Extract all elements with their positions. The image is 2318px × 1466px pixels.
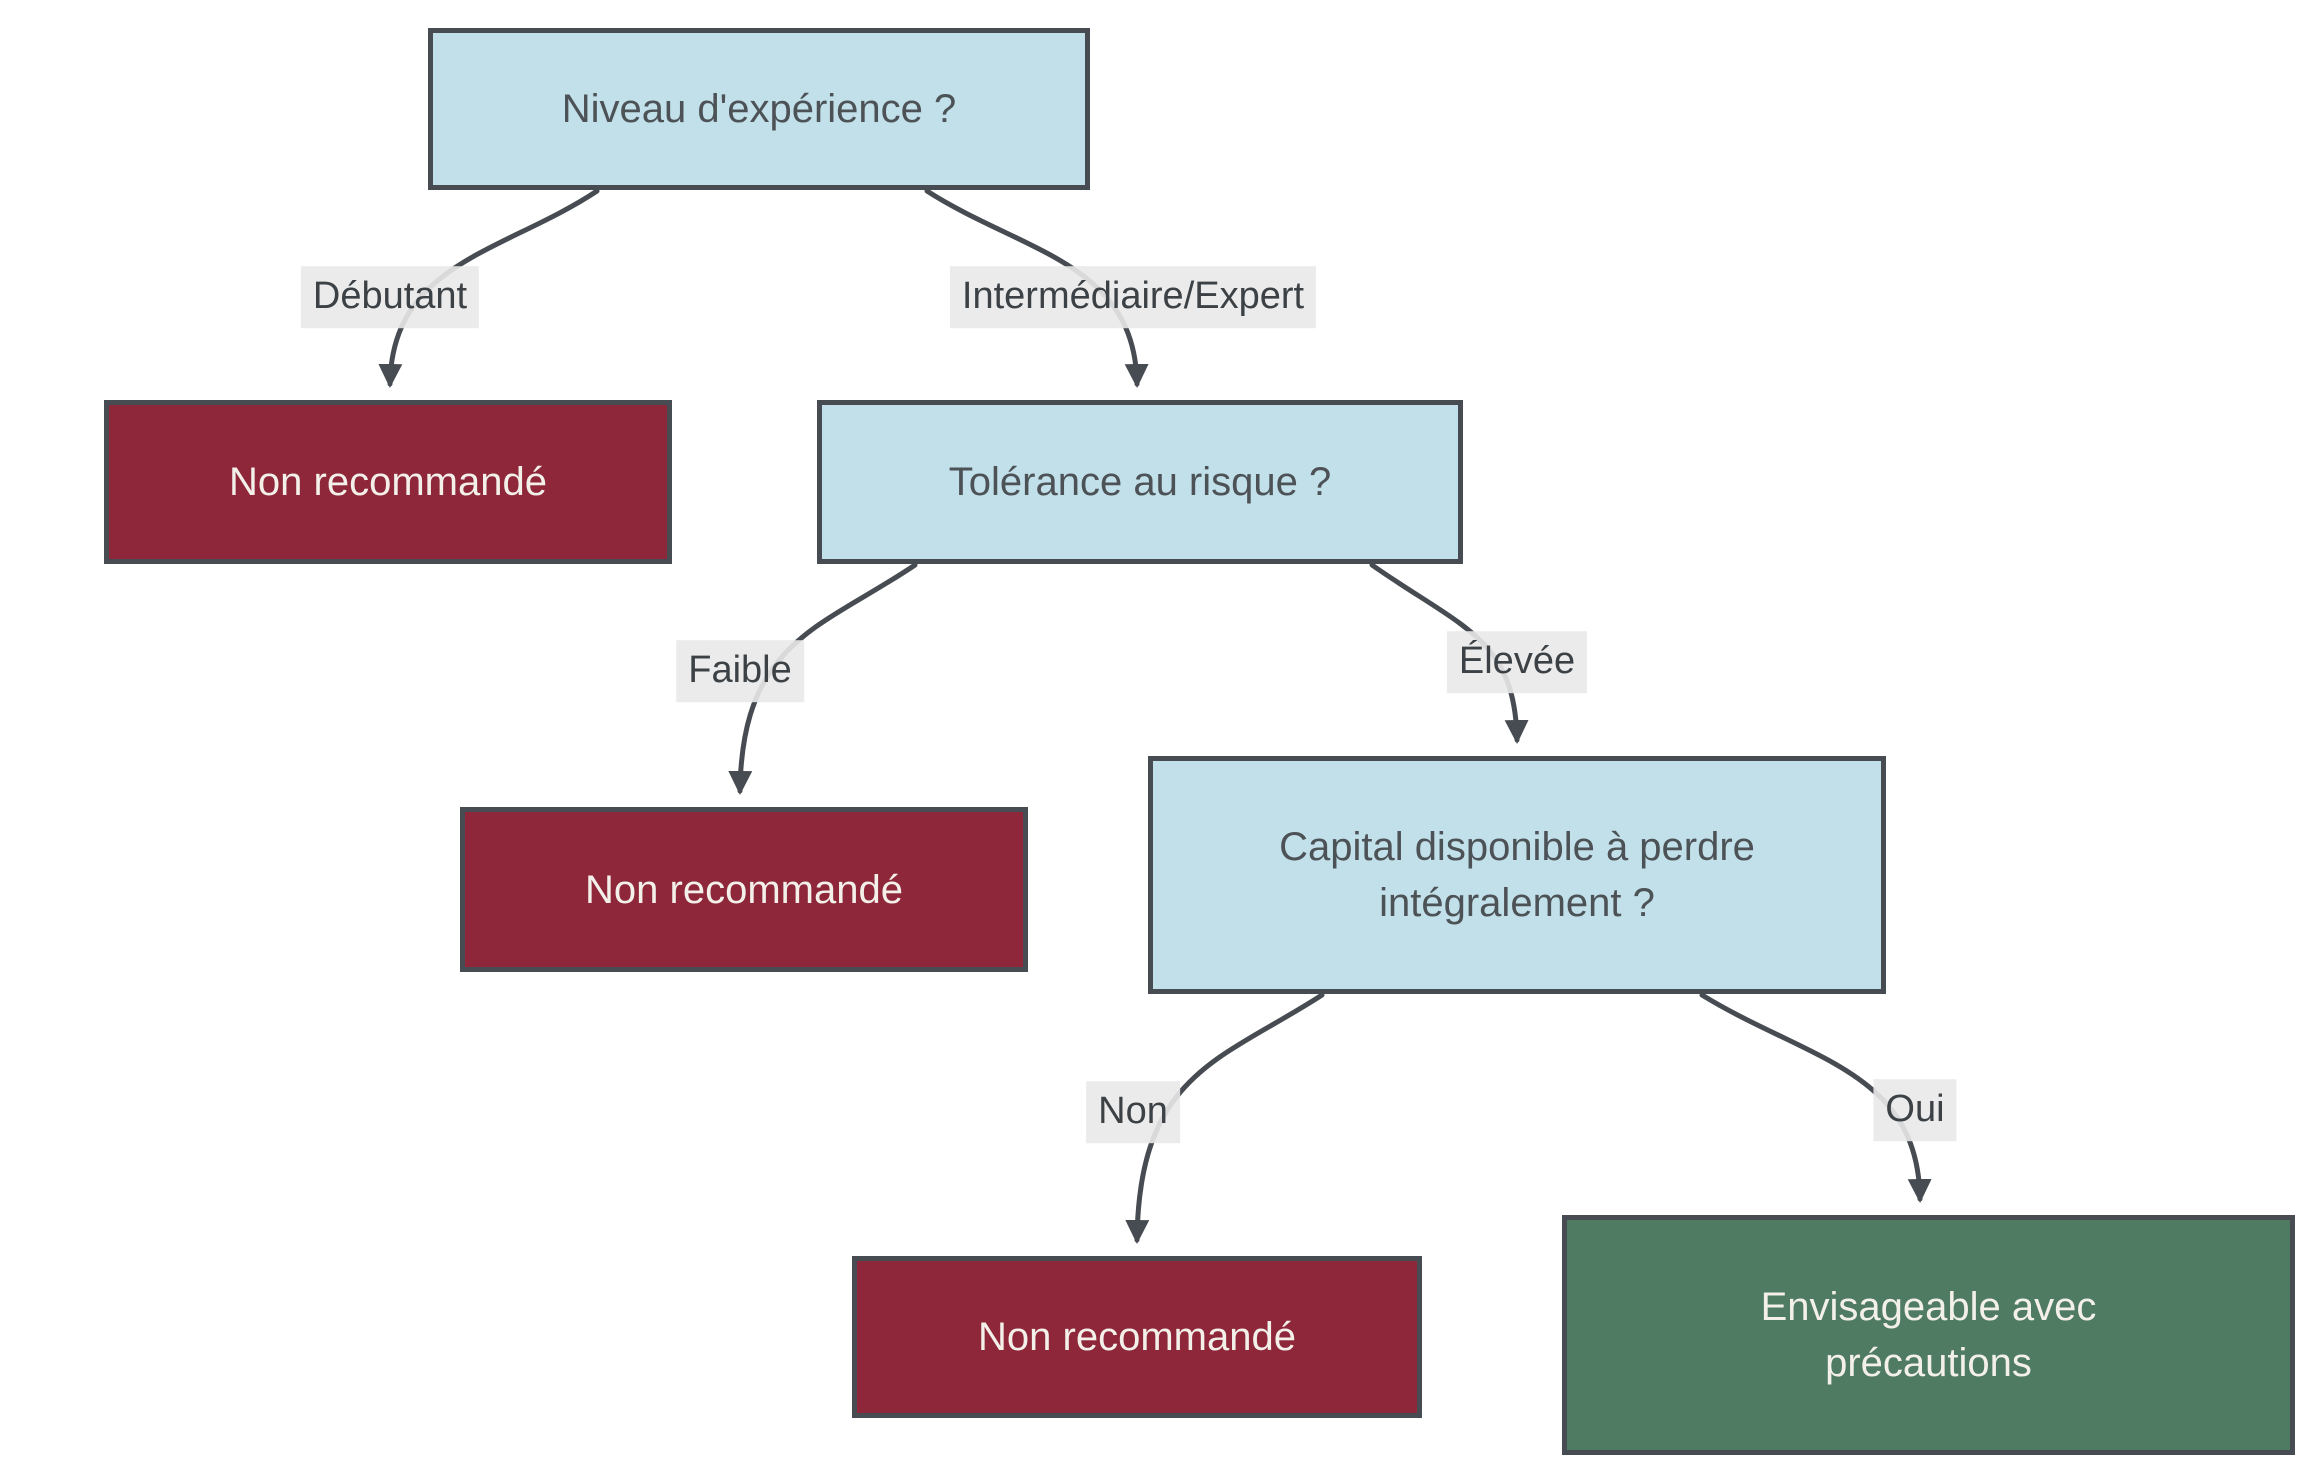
node-non-recommande-1: Non recommandé [104,400,672,564]
edge-capital-to-envisageable [1699,992,1932,1203]
edge-label-non: Non [1086,1081,1180,1143]
node-non-recommande-2-text: Non recommandé [585,867,903,912]
node-envisageable-precautions: Envisageable avec précautions [1562,1215,2295,1455]
node-envisageable-precautions-text: Envisageable avec précautions [1760,1285,2097,1385]
edge-label-debutant: Débutant [300,266,480,328]
edge-label-intermediaire-expert: Intermédiaire/Expert [949,266,1317,328]
node-tolerance-risque: Tolérance au risque ? [817,400,1463,564]
node-niveau-experience-text: Niveau d'expérience ? [561,87,957,131]
edge-label-faible: Faible [676,640,804,702]
edge-experience-to-non-recommande-1 [378,188,600,388]
node-tolerance-risque-text: Tolérance au risque ? [948,460,1332,504]
node-non-recommande-1-text: Non recommandé [229,460,547,504]
node-capital-disponible: Capital disponible à perdre intégralemen… [1148,756,1886,994]
edge-label-oui: Oui [1873,1079,1957,1141]
edge-experience-to-tolerance [924,188,1149,388]
node-capital-disponible-text: Capital disponible à perdre intégralemen… [1279,825,1755,925]
node-niveau-experience: Niveau d'expérience ? [428,28,1090,190]
edge-capital-to-non-recommande-3 [1125,992,1325,1244]
node-non-recommande-2: Non recommandé [460,807,1028,972]
node-non-recommande-3: Non recommandé [852,1256,1422,1418]
node-non-recommande-3-text: Non recommandé [978,1315,1296,1359]
edge-label-elevee: Élevée [1446,631,1588,693]
